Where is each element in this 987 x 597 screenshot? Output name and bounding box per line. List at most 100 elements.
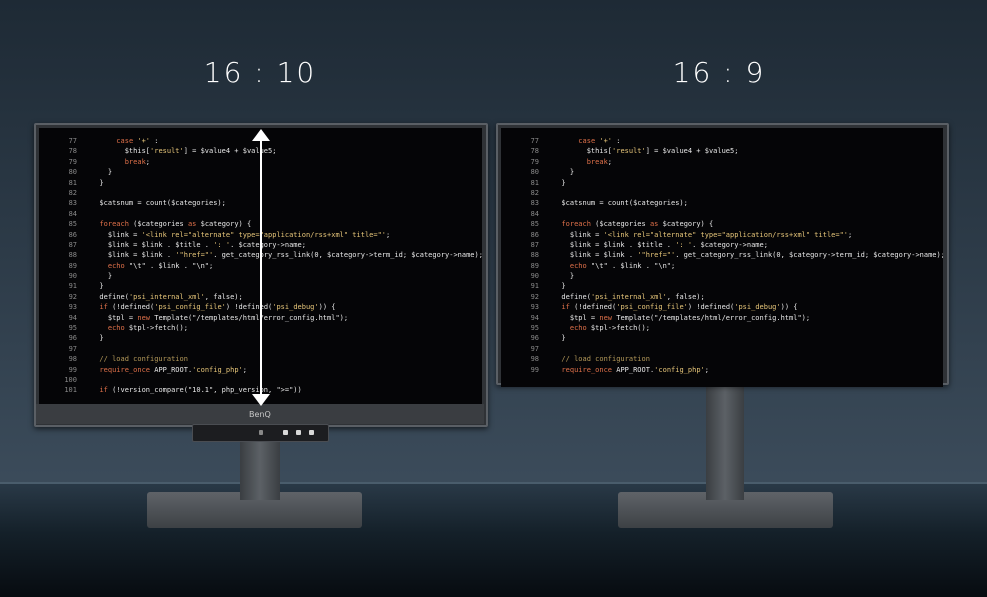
line-number: 77	[530, 137, 539, 145]
code-line: 91 }	[39, 281, 482, 291]
code-line: 95 echo $tpl->fetch();	[501, 323, 943, 333]
line-number: 91	[68, 282, 77, 291]
line-number: 78	[530, 147, 539, 156]
code-editor-screen: 77 case '+' :78 $this['result'] = $value…	[501, 128, 943, 387]
line-number: 98	[530, 355, 539, 364]
line-number: 87	[530, 240, 539, 249]
line-number: 90	[68, 272, 77, 281]
line-number: 86	[68, 230, 77, 239]
code-line: 88 $link = $link . '"href="'. get_catego…	[39, 250, 482, 260]
line-number: 79	[68, 157, 77, 166]
code-line: 97	[39, 344, 482, 354]
code-line: 87 $link = $link . $title . ': '. $categ…	[39, 240, 482, 250]
aspect-ratio-label-16-9: 16 : 9	[672, 56, 766, 89]
code-text: }	[91, 272, 113, 281]
line-number: 80	[68, 168, 77, 177]
code-line: 95 echo $tpl->fetch();	[39, 323, 482, 333]
code-line: 85 foreach ($categories as $category) {	[39, 219, 482, 229]
line-number: 96	[530, 334, 539, 343]
line-number: 85	[68, 220, 77, 229]
line-number: 98	[68, 355, 77, 364]
code-text: echo "\t" . $link . "\n";	[569, 261, 676, 270]
code-text: $tpl = new Template("/templates/html/err…	[553, 313, 811, 322]
code-line: 90 }	[501, 271, 943, 281]
code-text: define('psi_internal_xml', false);	[553, 292, 705, 301]
code-text: // load configuration	[91, 355, 188, 364]
code-line: 98 // load configuration	[39, 354, 482, 364]
code-text: $link = '<link rel="alternate" type="app…	[91, 230, 391, 239]
code-text: $link = $link . '"href="'. get_category_…	[553, 251, 943, 260]
code-line: 98 // load configuration	[501, 354, 943, 364]
code-line: 85 foreach ($categories as $category) {	[501, 219, 943, 229]
code-text: $this['result'] = $value4 + $value5;	[91, 147, 277, 156]
line-number: 90	[530, 272, 539, 281]
code-line: 101 if (!version_compare("10.1", php_ver…	[39, 385, 482, 395]
code-text: $this['result'] = $value4 + $value5;	[553, 147, 739, 156]
monitor-chin	[36, 404, 484, 424]
code-line: 79 break;	[501, 157, 943, 167]
line-number: 100	[64, 375, 77, 384]
line-number: 89	[68, 261, 77, 270]
code-line: 91 }	[501, 281, 943, 291]
code-line: 96 }	[501, 333, 943, 343]
code-line: 87 $link = $link . $title . ': '. $categ…	[501, 240, 943, 250]
code-line: 77 case '+' :	[501, 136, 943, 146]
code-text: $link = $link . $title . ': '. $category…	[553, 240, 768, 249]
code-line: 96 }	[39, 333, 482, 343]
code-line: 81 }	[501, 178, 943, 188]
code-text: }	[91, 178, 104, 187]
hotkey-button-3[interactable]	[309, 430, 314, 435]
code-text: if (!defined('psi_config_file') !defined…	[99, 303, 336, 312]
code-line: 81 }	[39, 178, 482, 188]
line-number: 84	[68, 209, 77, 218]
line-number: 97	[530, 344, 539, 353]
line-number: 92	[68, 292, 77, 301]
input-icon[interactable]	[259, 430, 263, 435]
code-text: case '+' :	[578, 137, 621, 145]
code-text: break;	[124, 157, 151, 166]
brand-logo: BenQ	[249, 410, 271, 419]
code-line: 97	[501, 344, 943, 354]
line-number: 83	[530, 199, 539, 208]
code-line: 82	[501, 188, 943, 198]
code-line: 93 if (!defined('psi_config_file') !defi…	[39, 302, 482, 312]
code-text: }	[553, 334, 566, 343]
code-text: case '+' :	[116, 137, 159, 145]
code-line: 77 case '+' :	[39, 136, 482, 146]
line-number: 95	[530, 324, 539, 333]
height-arrow	[260, 138, 262, 396]
code-text: foreach ($categories as $category) {	[99, 220, 252, 229]
code-line: 89 echo "\t" . $link . "\n";	[39, 261, 482, 271]
arrow-up-icon	[252, 129, 270, 141]
line-number: 82	[530, 188, 539, 197]
code-line: 93 if (!defined('psi_config_file') !defi…	[501, 302, 943, 312]
code-line: 84	[39, 209, 482, 219]
code-line: 84	[501, 209, 943, 219]
code-line: 92 define('psi_internal_xml', false);	[39, 292, 482, 302]
code-text: $tpl = new Template("/templates/html/err…	[91, 313, 349, 322]
line-number: 91	[530, 282, 539, 291]
line-number: 85	[530, 220, 539, 229]
line-number: 97	[68, 344, 77, 353]
line-number: 89	[530, 261, 539, 270]
code-text: define('psi_internal_xml', false);	[91, 292, 243, 301]
line-number: 81	[530, 178, 539, 187]
code-line: 83 $catsnum = count($categories);	[501, 198, 943, 208]
code-line: 82	[39, 188, 482, 198]
code-line: 89 echo "\t" . $link . "\n";	[501, 261, 943, 271]
line-number: 84	[530, 209, 539, 218]
code-text: }	[91, 282, 104, 291]
code-line: 94 $tpl = new Template("/templates/html/…	[501, 313, 943, 323]
line-number: 78	[68, 147, 77, 156]
hotkey-puck[interactable]	[192, 424, 329, 442]
desk-edge	[0, 482, 987, 484]
monitor-stand	[706, 386, 744, 500]
line-number: 87	[68, 240, 77, 249]
line-number: 93	[68, 303, 77, 312]
hotkey-button-1[interactable]	[283, 430, 288, 435]
code-text: }	[553, 272, 575, 281]
line-number: 81	[68, 178, 77, 187]
line-number: 99	[530, 365, 539, 374]
code-text: $catsnum = count($categories);	[553, 199, 688, 208]
hotkey-button-2[interactable]	[296, 430, 301, 435]
